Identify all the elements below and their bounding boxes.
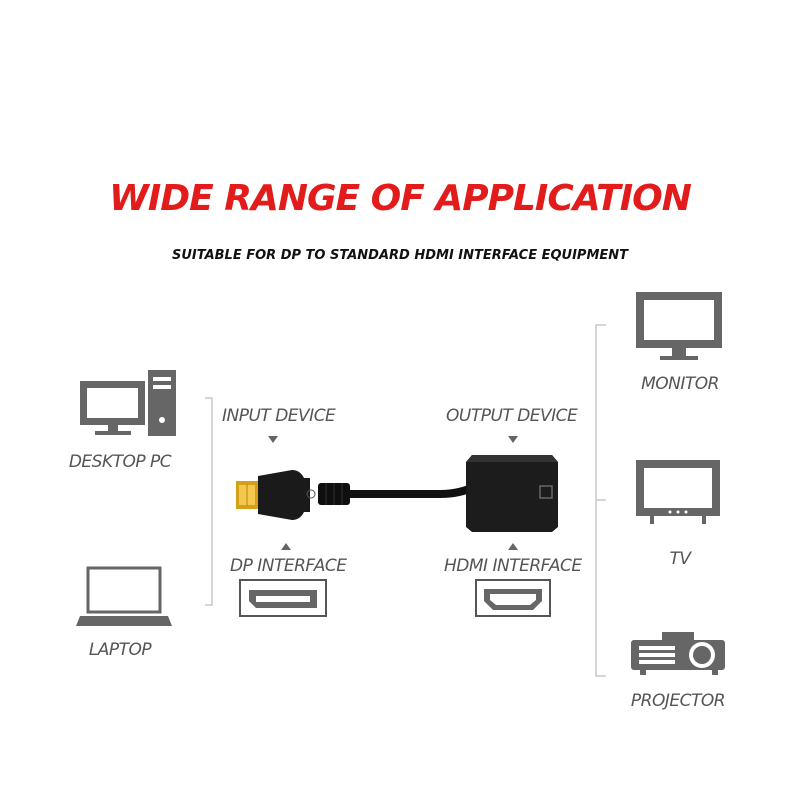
hdmi-port-icon bbox=[475, 579, 551, 617]
page-subtitle: SUITABLE FOR DP TO STANDARD HDMI INTERFA… bbox=[171, 248, 629, 263]
tv-icon bbox=[636, 460, 720, 524]
dp-port-icon bbox=[239, 579, 327, 617]
input-bracket bbox=[205, 397, 213, 606]
hdmi-interface-label: HDMI INTERFACE bbox=[444, 556, 582, 576]
output-device-label: OUTPUT DEVICE bbox=[446, 406, 578, 426]
hdmi-arrow-up-icon bbox=[508, 543, 518, 550]
desktop-pc-label: DESKTOP PC bbox=[68, 452, 172, 472]
projector-label: PROJECTOR bbox=[630, 691, 726, 711]
dp-arrow-up-icon bbox=[281, 543, 291, 550]
page-title: WIDE RANGE OF APPLICATION bbox=[109, 178, 692, 219]
dp-interface-label: DP INTERFACE bbox=[230, 556, 347, 576]
laptop-label: LAPTOP bbox=[88, 640, 152, 660]
projector-icon bbox=[631, 632, 725, 675]
monitor-label: MONITOR bbox=[641, 374, 719, 394]
monitor-icon bbox=[636, 292, 722, 360]
dp-to-hdmi-adapter bbox=[236, 455, 558, 532]
tv-label: TV bbox=[669, 549, 691, 569]
input-arrow-down-icon bbox=[268, 436, 278, 443]
input-device-label: INPUT DEVICE bbox=[222, 406, 336, 426]
output-bracket bbox=[595, 324, 606, 677]
laptop-icon bbox=[76, 566, 172, 626]
output-arrow-down-icon bbox=[508, 436, 518, 443]
desktop-pc-icon bbox=[80, 370, 176, 436]
